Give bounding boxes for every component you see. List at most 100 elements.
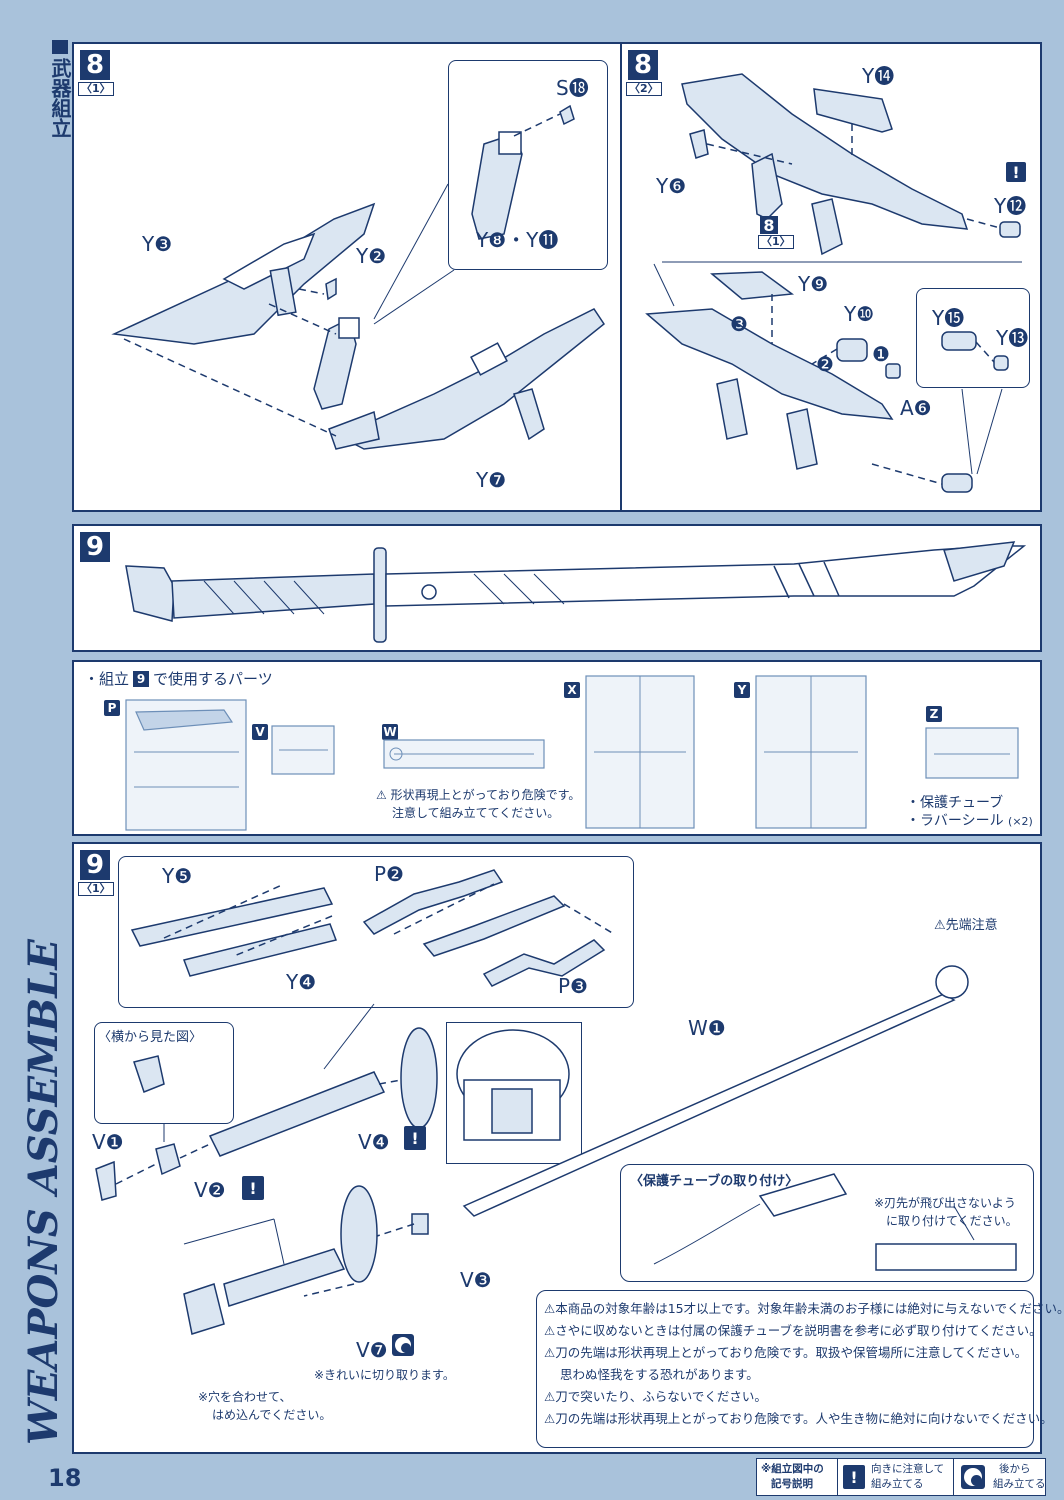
ref-substep: 〈1〉 bbox=[758, 235, 794, 249]
section-marker bbox=[52, 40, 68, 54]
parts-heading-prefix: ・組立 bbox=[84, 670, 130, 688]
order-3: ❸ bbox=[730, 312, 748, 336]
warning-triangle-icon: ⚠ bbox=[544, 1345, 556, 1360]
assemble-later-icon bbox=[961, 1465, 985, 1489]
caution-icon: ! bbox=[404, 1126, 426, 1150]
w-warning-line2: 注意して組み立ててください。 bbox=[392, 806, 560, 820]
label-p3: P❸ bbox=[558, 974, 588, 998]
warning-triangle-icon: ⚠ bbox=[544, 1301, 556, 1316]
symbol-legend: ※組立図中の 記号説明 ! 向きに注意して 組み立てる 後から 組み立てる bbox=[756, 1458, 1046, 1496]
runner-label-z: Z bbox=[926, 706, 942, 722]
label-y2: Y❷ bbox=[356, 244, 387, 268]
label-y9: Y❾ bbox=[798, 272, 829, 296]
runner-label-v: V bbox=[252, 724, 268, 740]
caution-icon: ! bbox=[242, 1176, 264, 1200]
legend-divider bbox=[837, 1459, 838, 1495]
note-align-holes: ※穴を合わせて、 はめ込んでください。 bbox=[198, 1390, 332, 1422]
warning-line: ⚠刀の先端は形状再現上とがっており危険です。人や生き物に絶対に向けないでください… bbox=[544, 1411, 1053, 1426]
caution-icon: ! bbox=[1006, 162, 1026, 182]
extra-part-tube: ・保護チューブ bbox=[906, 795, 1004, 811]
tube-note: ※刃先が飛び出さないよう に取り付けてください。 bbox=[874, 1196, 1018, 1228]
caution-icon: ! bbox=[843, 1465, 865, 1489]
step-number: 9 bbox=[80, 850, 110, 880]
parts-heading: ・組立 9 で使用するパーツ bbox=[84, 668, 273, 689]
label-y5: Y❺ bbox=[162, 864, 193, 888]
order-1: ❶ bbox=[872, 342, 890, 366]
runner-label-p: P bbox=[104, 700, 120, 716]
label-s18: S⓲ bbox=[556, 76, 589, 100]
sidebar: 武器組立 WEAPONS ASSEMBLE 18 bbox=[0, 0, 81, 1500]
warning-triangle-icon: ⚠ bbox=[544, 1411, 556, 1426]
side-view-title: 〈横から見た図〉 bbox=[98, 1030, 203, 1045]
panel-step-8-2: 8 〈2〉 bbox=[620, 42, 1042, 512]
warnings-box bbox=[536, 1290, 1034, 1448]
extra-part-seal: ・ラバーシール (×2) bbox=[906, 813, 1033, 829]
label-y14: Y⓮ bbox=[862, 64, 895, 88]
warning-triangle-icon: ⚠ bbox=[544, 1323, 556, 1338]
runner-label-x: X bbox=[564, 682, 580, 698]
substep-label: 〈1〉 bbox=[78, 882, 114, 896]
parts-heading-step: 9 bbox=[133, 670, 150, 687]
note-clean-cut: ※きれいに切り取ります。 bbox=[314, 1368, 455, 1382]
inset-grip bbox=[448, 60, 608, 270]
label-v4: V❹ bbox=[358, 1130, 390, 1154]
label-p2: P❷ bbox=[374, 862, 404, 886]
w-warning: ⚠ 形状再現上とがっており危険です。 注意して組み立ててください。 bbox=[376, 786, 580, 822]
warning-line: ⚠本商品の対象年齢は15才以上です。対象年齢未満のお子様には絶対に与えないでくだ… bbox=[544, 1301, 1064, 1316]
label-w1: W❶ bbox=[688, 1016, 726, 1040]
page-number: 18 bbox=[48, 1464, 82, 1492]
warning-line: 思わぬ怪我をする恐れがあります。 bbox=[560, 1367, 759, 1382]
warning-line: ⚠刀で突いたり、ふらないでください。 bbox=[544, 1389, 767, 1404]
legend-title: ※組立図中の 記号説明 bbox=[761, 1463, 824, 1490]
step8-1-diagram bbox=[111, 104, 606, 450]
label-y12: Y⓬ bbox=[994, 194, 1027, 218]
label-v2: V❷ bbox=[194, 1178, 226, 1202]
label-y15: Y⓯ bbox=[932, 306, 965, 330]
runner-sketches bbox=[125, 675, 1019, 831]
warning-line: ⚠さやに収めないときは付属の保護チューブを説明書を参考に必ず取り付けてください。 bbox=[544, 1323, 1042, 1338]
warning-line: ⚠刀の先端は形状再現上とがっており危険です。取扱や保管場所に注意してください。 bbox=[544, 1345, 1028, 1360]
tip-caution: ⚠先端注意 bbox=[934, 918, 998, 933]
label-y3: Y❸ bbox=[142, 232, 173, 256]
warning-triangle-icon: ⚠ bbox=[544, 1389, 556, 1404]
substep-label: 〈2〉 bbox=[626, 82, 662, 96]
step-number: 8 bbox=[628, 50, 658, 80]
panel-step-9: 9 bbox=[72, 524, 1042, 652]
label-a6: A❻ bbox=[900, 396, 932, 420]
warning-triangle-icon: ⚠ bbox=[376, 788, 387, 802]
safety-warnings: ⚠本商品の対象年齢は15才以上です。対象年齢未満のお子様には絶対に与えないでくだ… bbox=[544, 1298, 1064, 1430]
runner-label-y: Y bbox=[734, 682, 750, 698]
panel-step-8-1: 8 〈1〉 bbox=[72, 42, 622, 512]
panel-step-9-1: 9 〈1〉 bbox=[72, 842, 1064, 1454]
w-warning-line1: ⚠ 形状再現上とがっており危険です。 bbox=[376, 788, 581, 802]
inset-side-view bbox=[94, 1022, 234, 1124]
label-y8-y11: Y❽・Y⓫ bbox=[476, 228, 559, 252]
step8-2-diagram bbox=[645, 73, 1022, 493]
ref-step: 8 bbox=[760, 216, 778, 235]
extra-part-count: (×2) bbox=[1008, 815, 1033, 828]
step9-1-diagram bbox=[95, 869, 1017, 1335]
sword-overview bbox=[125, 541, 1027, 643]
step-number: 9 bbox=[80, 532, 110, 562]
tube-title: 〈保護チューブの取り付け〉 bbox=[630, 1174, 799, 1189]
label-y6: Y❻ bbox=[656, 174, 687, 198]
vertical-title: WEAPONS ASSEMBLE bbox=[20, 939, 67, 1445]
label-y4: Y❹ bbox=[286, 970, 317, 994]
label-y10: Y❿ bbox=[844, 302, 875, 326]
order-2: ❷ bbox=[816, 352, 834, 376]
substep-label: 〈1〉 bbox=[78, 82, 114, 96]
label-y7: Y❼ bbox=[476, 468, 507, 492]
runner-label-w: W bbox=[382, 724, 398, 740]
step-number: 8 bbox=[80, 50, 110, 80]
label-v7: V❼ bbox=[356, 1338, 388, 1362]
assemble-later-icon bbox=[392, 1334, 414, 1356]
label-v1: V❶ bbox=[92, 1130, 124, 1154]
panel-parts-used: ・組立 9 で使用するパーツ P V W X Y Z bbox=[72, 660, 1042, 836]
legend-caution-text: 向きに注意して 組み立てる bbox=[871, 1463, 945, 1490]
legend-divider bbox=[953, 1459, 954, 1495]
label-v3: V❸ bbox=[460, 1268, 492, 1292]
extra-parts: ・保護チューブ ・ラバーシール (×2) bbox=[906, 794, 1033, 831]
warning-triangle-icon: ⚠ bbox=[934, 918, 946, 933]
label-y13: Y⓭ bbox=[996, 326, 1029, 350]
legend-later-text: 後から 組み立てる bbox=[993, 1463, 1046, 1490]
